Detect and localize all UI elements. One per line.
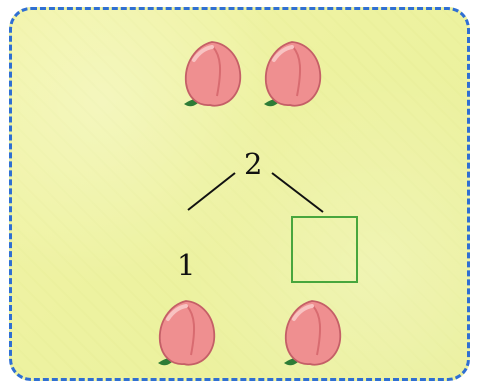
peach-body: [160, 301, 214, 365]
left-part-number-label: 1: [177, 251, 195, 280]
peach-icon: [150, 297, 224, 375]
peach-icon: [276, 297, 350, 375]
peach-body: [266, 42, 320, 106]
whole-number-label: 2: [244, 150, 262, 179]
peach-icon: [276, 297, 350, 375]
peach-icon: [150, 297, 224, 375]
peach-icon: [256, 38, 330, 116]
peach-icon: [176, 38, 250, 116]
peach-icon: [176, 38, 250, 116]
peach-icon: [256, 38, 330, 116]
peach-body: [186, 42, 240, 106]
peach-body: [286, 301, 340, 365]
answer-box[interactable]: [291, 216, 358, 283]
